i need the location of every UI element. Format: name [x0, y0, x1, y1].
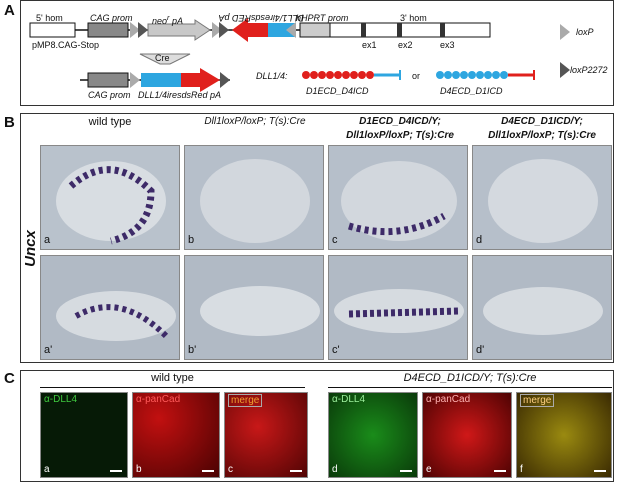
reverse-dll-label: DLL1/4iresdsRED pA: [218, 13, 304, 23]
legend-loxp2272-icon: [560, 62, 570, 78]
micrograph-b: [132, 392, 220, 478]
hom5-box: [29, 22, 76, 38]
loxp-triangle-1: [130, 22, 140, 38]
d4-label: D4ECD_D1ICD: [440, 86, 503, 96]
c-label-c: c: [228, 464, 233, 475]
header-dll1-cre: Dll1loxP/loxP; T(s):Cre: [204, 116, 306, 127]
scale-bar-f: [594, 470, 606, 472]
c-label-d: d: [332, 464, 338, 475]
stain-label-c: merge: [228, 394, 263, 407]
hom3-label: 3' hom: [400, 13, 427, 23]
panel-c-frame: [20, 370, 614, 482]
cag-prom-box: [87, 22, 129, 38]
scale-bar-a: [110, 470, 122, 472]
photo-a: [40, 145, 180, 250]
ex2-label: ex2: [398, 40, 413, 50]
scale-bar-e: [494, 470, 506, 472]
micrograph-a: [40, 392, 128, 478]
stain-label-b: α-panCad: [136, 394, 181, 405]
photo-d: [472, 145, 612, 250]
label-b-prime: b': [188, 344, 197, 356]
label-b: b: [188, 234, 195, 246]
cre-arrow: [139, 53, 191, 65]
photo-b-prime: [184, 255, 324, 360]
neo-label: neor pA: [152, 13, 184, 26]
dll-reverse-arrow: [232, 18, 268, 42]
label-a: a: [44, 234, 51, 246]
c-label-a: a: [44, 464, 50, 475]
legend-loxp2272-label: loxP2272: [570, 65, 608, 75]
header-d1-line1: D1ECD_D4ICD/Y;: [359, 116, 441, 127]
c-header-line-left: [40, 387, 305, 388]
legend-loxp-label: loxP: [576, 27, 594, 37]
c-label-f: f: [520, 464, 523, 475]
legend-loxp-icon: [560, 24, 570, 40]
micrograph-e: [422, 392, 512, 478]
label-d-prime: d': [476, 344, 485, 356]
scale-bar-d: [400, 470, 412, 472]
ex1-label: ex1: [362, 40, 377, 50]
dll-forward-arrow: [181, 68, 220, 92]
panel-a-letter: A: [4, 2, 15, 19]
scale-bar-c: [290, 470, 302, 472]
c-header-line-right: [328, 387, 612, 388]
ex3-label: ex3: [440, 40, 455, 50]
hom5-label: 5' hom: [36, 13, 63, 23]
header-wild-type: wild type: [88, 116, 132, 128]
cre-label: Cre: [155, 53, 170, 63]
label-c-prime: c': [332, 344, 340, 356]
cag-prom-label-2: CAG prom: [88, 90, 131, 100]
cag-prom-label: CAG prom: [90, 13, 133, 23]
panel-c-letter: C: [4, 370, 15, 387]
micrograph-d: [328, 392, 418, 478]
header-d4-line2: Dll1loxP/loxP; T(s):Cre: [488, 130, 596, 141]
photo-c: [328, 145, 468, 250]
d1-bead-chain: [302, 70, 401, 80]
panel-b-frame: [20, 113, 614, 363]
label-c: c: [332, 234, 338, 246]
hprt-label: hHPRT prom: [296, 13, 349, 23]
c-label-b: b: [136, 464, 142, 475]
stain-label-f: merge: [520, 394, 555, 407]
stain-label-a: α-DLL4: [44, 394, 78, 405]
header-d4-line1: D4ECD_D1ICD/Y;: [501, 116, 583, 127]
scale-bar-b: [202, 470, 214, 472]
d4-bead-chain: [436, 70, 535, 80]
c-header-wild-type: wild type: [151, 372, 194, 384]
label-d: d: [476, 234, 483, 246]
neo-arrow: [147, 19, 211, 41]
c-header-mutant: D4ECD_D1ICD/Y; T(s):Cre: [403, 372, 537, 384]
hom3-box: [329, 22, 491, 38]
pmp8-label: pMP8.CAG-Stop: [32, 40, 100, 50]
header-d1-line2: Dll1loxP/loxP; T(s):Cre: [346, 130, 454, 141]
stain-label-e: α-panCad: [426, 394, 471, 405]
dll-pa-label: DLL1/4iresdsRed pA: [138, 90, 222, 100]
uncx-label: Uncx: [21, 230, 39, 267]
photo-d-prime: [472, 255, 612, 360]
construct-diagram: [29, 18, 570, 92]
panel-b-letter: B: [4, 114, 15, 131]
label-a-prime: a': [44, 344, 53, 356]
or-label: or: [412, 71, 421, 81]
panel-a-frame: [20, 0, 614, 106]
dll14-label: DLL1/4:: [256, 71, 288, 81]
photo-a-prime: [40, 255, 180, 360]
loxp2272-triangle-1: [138, 22, 148, 38]
d1-label: D1ECD_D4ICD: [306, 86, 369, 96]
photo-c-prime: [328, 255, 468, 360]
stain-label-d: α-DLL4: [332, 394, 366, 405]
c-label-e: e: [426, 464, 432, 475]
photo-b: [184, 145, 324, 250]
